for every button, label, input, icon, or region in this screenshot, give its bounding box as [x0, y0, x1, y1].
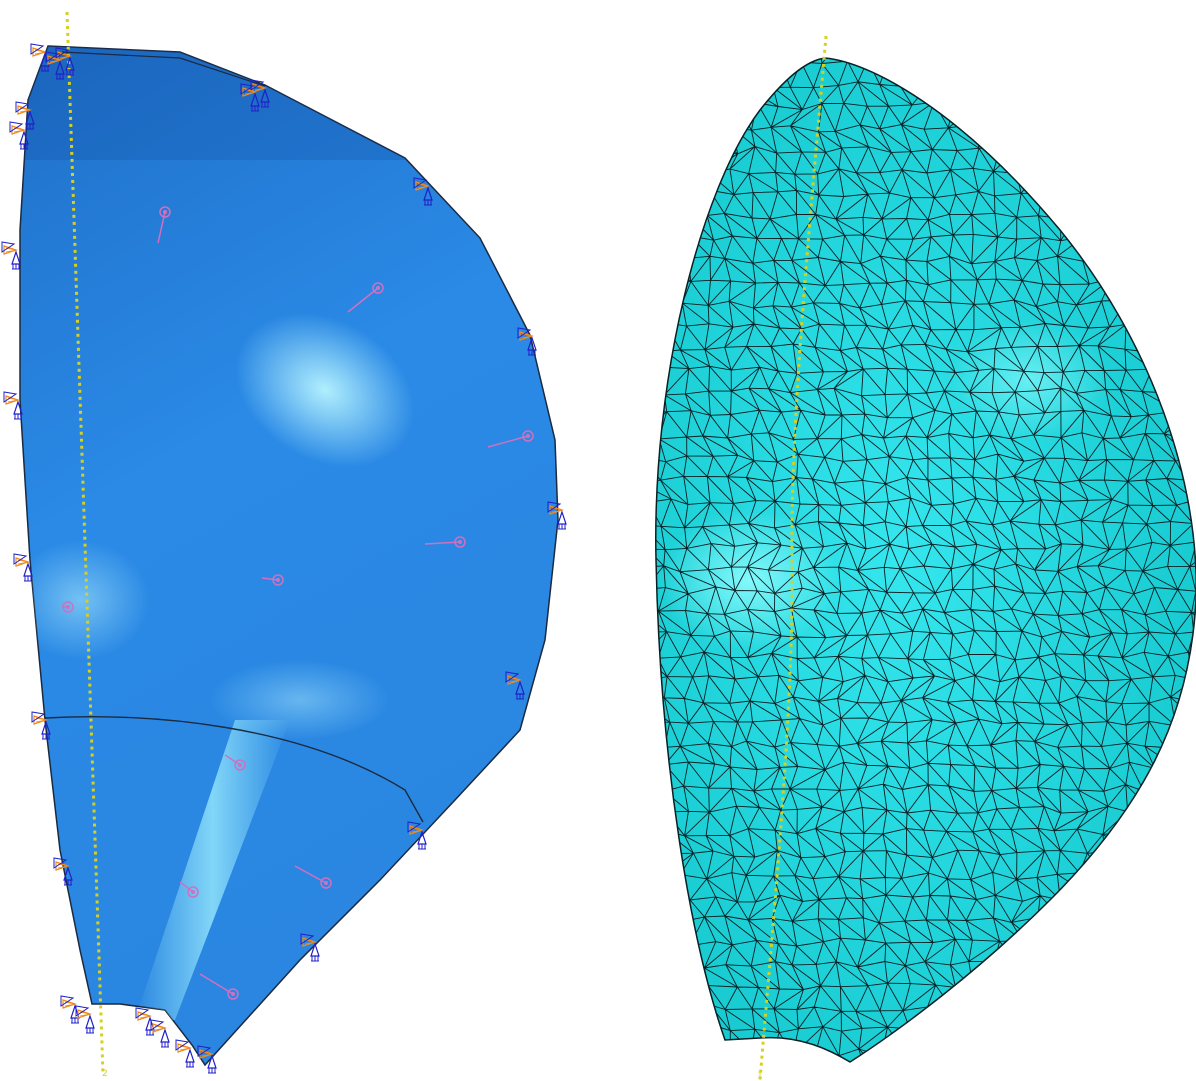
symmetry-axis-icon — [65, 11, 105, 1076]
partition-edge — [44, 715, 424, 823]
pressure-arrow-icon — [347, 282, 384, 313]
mesh-edges — [655, 58, 1196, 1062]
pressure-arrow-icon — [224, 754, 246, 771]
mesh-highlight — [660, 510, 840, 650]
load-and-boundary-condition-view: 2 — [1, 11, 567, 1079]
top-edge — [61, 51, 266, 87]
pressure-arrow-icon — [294, 865, 332, 889]
pressure-arrow-icon — [487, 430, 534, 448]
mesh-outline — [655, 57, 1196, 1063]
axis-label-right: 1 — [757, 1071, 763, 1081]
pressure-arrow-icon — [179, 881, 199, 898]
pressure-arrow-icon — [424, 536, 466, 548]
axis-label-left: 2 — [102, 1069, 108, 1079]
symmetry-axis-icon — [758, 35, 828, 1081]
boundary-condition-icon — [75, 1005, 95, 1034]
boundary-condition-icon — [150, 1019, 170, 1048]
boundary-condition-icon — [1, 241, 21, 270]
pressure-load-arrows — [62, 206, 534, 1000]
pressure-arrow-icon — [62, 601, 74, 613]
pressure-arrow-icon — [199, 973, 239, 1000]
part-surface — [19, 45, 559, 1067]
pressure-arrow-icon — [261, 574, 284, 586]
pressure-arrow-icon — [157, 206, 171, 244]
triangular-mesh-view: 1 — [655, 35, 1196, 1081]
mesh-element-icon — [655, 58, 1196, 1062]
